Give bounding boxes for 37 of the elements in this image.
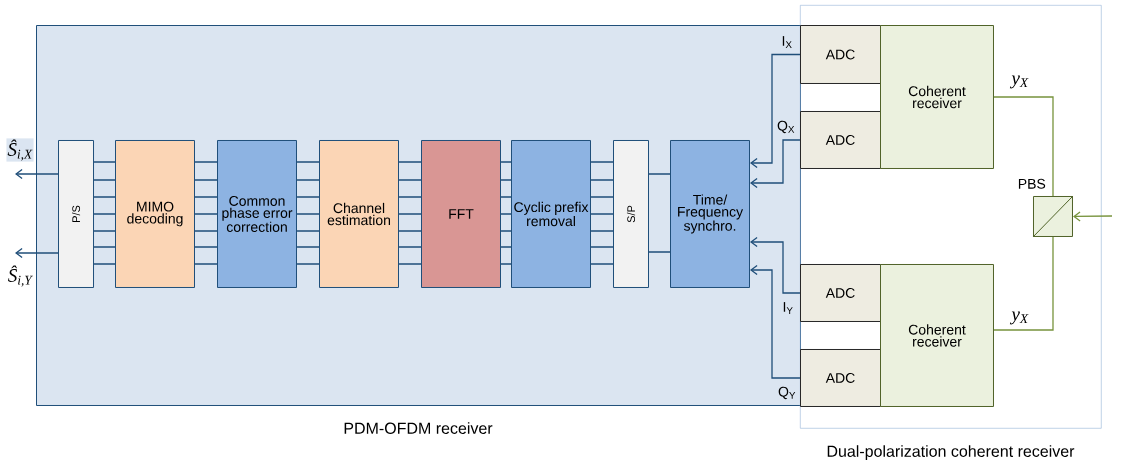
arrow [1073, 211, 1113, 222]
edge-label: Ŝ$_{i,Y}$ [6, 264, 34, 288]
connector [590, 161, 614, 265]
edge-label: y$_{X}$ [1009, 310, 1030, 326]
arrow [750, 236, 801, 294]
edge-label: Ŝ$_{i,X}$ [6, 138, 34, 162]
process-box: FFT [421, 140, 501, 288]
process-box: Time/ Frequency synchro. [670, 140, 750, 288]
process-box: MIMO decoding [115, 140, 195, 288]
splitter-label: PBS [1018, 178, 1046, 189]
arrow [750, 264, 801, 379]
process-box: Common phase error correction [217, 140, 297, 288]
converter-box: P/S [58, 140, 94, 288]
arrow [15, 247, 59, 259]
edge-label: y$_{X}$ [1009, 74, 1030, 90]
converter-box: S/P [613, 140, 649, 288]
adc-box: ADC [800, 264, 881, 322]
connector [93, 161, 116, 265]
connector [296, 161, 320, 265]
arrow [750, 139, 801, 189]
connector [194, 161, 218, 265]
panel-title: Dual-polarization coherent receiver [827, 445, 1075, 461]
receiver-box: Coherent receiver [880, 25, 994, 169]
connector [500, 161, 512, 265]
receiver-box: Coherent receiver [880, 264, 994, 407]
process-box: Channel estimation [319, 140, 399, 288]
arrow [15, 168, 59, 180]
panel-title: PDM-OFDM receiver [344, 422, 493, 434]
connector [648, 173, 671, 253]
connector [993, 236, 1054, 331]
connector [993, 96, 1054, 197]
arrow [750, 53, 801, 169]
adc-box: ADC [800, 25, 881, 84]
adc-box: ADC [800, 111, 881, 169]
adc-box: ADC [800, 349, 881, 407]
connector [398, 161, 422, 265]
process-box: Cyclic prefix removal [511, 140, 591, 288]
